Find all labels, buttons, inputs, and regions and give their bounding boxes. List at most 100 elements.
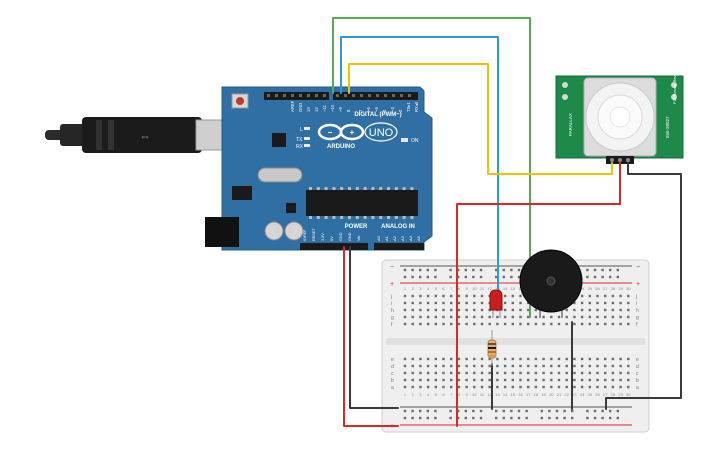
bb-col-label: 24 xyxy=(580,286,585,291)
digital-pin-label: 8 xyxy=(346,109,351,112)
bb-col-label: 14 xyxy=(503,392,508,397)
bb-col-label: 23 xyxy=(572,392,577,397)
bb-col-label: 22 xyxy=(564,392,569,397)
bb-col-label: 12 xyxy=(487,392,492,397)
bb-row-label: g xyxy=(636,315,639,321)
capacitor-1 xyxy=(264,221,284,241)
bb-row-label: d xyxy=(391,364,394,370)
power-label: POWER xyxy=(345,224,368,230)
bb-col-label: 10 xyxy=(472,392,477,397)
bb-col-label: 16 xyxy=(518,392,523,397)
digital-pin-label: 12 xyxy=(314,107,319,112)
analog-pin-label: A2 xyxy=(392,235,397,241)
bb-row-label: j xyxy=(390,294,392,300)
bb-col-label: 30 xyxy=(626,392,631,397)
rail-minus-label-top-right: − xyxy=(636,264,640,271)
usb-cable: ⇔ xyxy=(45,117,235,153)
bb-col-label: 13 xyxy=(495,392,500,397)
bb-row-label: i xyxy=(391,301,392,307)
wire-black-sensor xyxy=(605,162,682,410)
power-pin-label: 5V xyxy=(330,236,334,241)
rail-minus-label-top: − xyxy=(390,264,394,271)
bb-col-label: 17 xyxy=(526,392,531,397)
bb-col-label: 29 xyxy=(618,286,623,291)
bb-row-label: d xyxy=(636,364,639,370)
bb-col-label: 6 xyxy=(442,286,445,291)
led-body xyxy=(489,289,503,311)
bb-col-label: 15 xyxy=(511,392,516,397)
bb-row-label: h xyxy=(636,308,639,314)
model-text: UNO xyxy=(369,127,394,139)
digital-pin-label: ~9 xyxy=(338,107,343,112)
dc-power-jack xyxy=(205,217,239,247)
led-rx-label: RX xyxy=(296,144,304,150)
digital-pin-label: ~6 xyxy=(366,107,371,112)
bb-row-label: e xyxy=(636,357,639,363)
digital-pin-label: 7 xyxy=(358,109,363,112)
rail-plus-label-top-right: + xyxy=(636,281,640,288)
bb-col-label: 20 xyxy=(549,392,554,397)
digital-pin-label: ~5 xyxy=(374,107,379,112)
bb-col-label: 8 xyxy=(458,286,461,291)
digital-label: DIGITAL (PWM~) xyxy=(354,112,401,118)
analog-pin-label: A4 xyxy=(408,235,413,241)
power-pin-label: IOREF xyxy=(303,229,307,241)
digital-pin-label: AREF xyxy=(290,100,295,112)
bb-col-label: 3 xyxy=(419,392,422,397)
bb-row-label: a xyxy=(636,385,639,391)
power-pin-label: GND xyxy=(339,232,343,241)
wire-black-gnd xyxy=(349,246,399,409)
led-on xyxy=(401,138,408,142)
analog-pin-label: A0 xyxy=(376,235,381,241)
wire-blue xyxy=(340,36,499,299)
capacitor-2 xyxy=(284,221,304,241)
brand-text: ARDUINO xyxy=(327,144,355,150)
digital-pin-label: 13 xyxy=(306,107,311,112)
bb-row-label: h xyxy=(391,308,394,314)
bb-row-label: j xyxy=(635,294,637,300)
analog-pin-label: A5 xyxy=(416,235,421,241)
bb-col-label: 15 xyxy=(511,286,516,291)
bb-col-label: 5 xyxy=(435,286,438,291)
bb-col-label: 4 xyxy=(427,392,430,397)
bb-row-label: a xyxy=(391,385,394,391)
crystal xyxy=(257,167,303,183)
svg-text:−: − xyxy=(328,128,333,137)
bb-col-label: 30 xyxy=(626,286,631,291)
power-pin-label: GND xyxy=(348,232,352,241)
resistor xyxy=(487,330,497,366)
bb-col-label: 25 xyxy=(588,286,593,291)
bb-row-label: b xyxy=(636,378,639,384)
bb-col-label: 11 xyxy=(480,392,485,397)
power-header xyxy=(300,243,368,250)
analog-pin-label: A3 xyxy=(400,235,405,241)
bb-col-label: 28 xyxy=(611,286,616,291)
bb-col-label: 2 xyxy=(412,392,415,397)
bb-col-label: 9 xyxy=(465,286,468,291)
led-on-label: ON xyxy=(411,138,419,144)
bb-col-label: 1 xyxy=(404,286,407,291)
bb-col-label: 3 xyxy=(419,286,422,291)
bb-row-label: e xyxy=(391,357,394,363)
bb-col-label: 1 xyxy=(404,392,407,397)
reset-button-cap xyxy=(236,97,244,105)
digital-pin-label: ~3 xyxy=(390,107,395,112)
bb-col-label: 26 xyxy=(595,286,600,291)
red-led xyxy=(489,289,503,318)
led-tx xyxy=(304,137,310,140)
digital-pin-label: ~10 xyxy=(330,104,335,112)
bb-col-label: 4 xyxy=(427,286,430,291)
usb-chip xyxy=(272,133,286,147)
led-l xyxy=(304,127,310,130)
digital-pin-label: GND xyxy=(298,103,303,112)
led-rx xyxy=(304,144,310,147)
bb-col-label: 28 xyxy=(611,392,616,397)
arduino-logo: − + ARDUINO UNO xyxy=(317,122,398,150)
wires xyxy=(332,17,682,427)
atmega-chip xyxy=(306,190,418,216)
small-chip xyxy=(286,203,296,213)
bb-row-label: b xyxy=(391,378,394,384)
